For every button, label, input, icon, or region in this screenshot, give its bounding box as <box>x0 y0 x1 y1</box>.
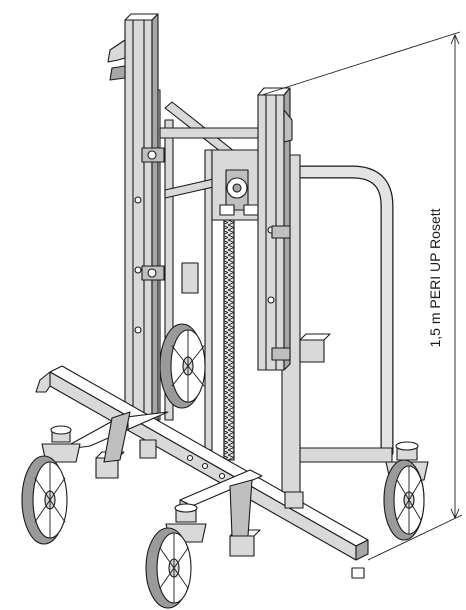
dimension-extension-top <box>261 31 461 96</box>
caster-rear-right <box>383 441 429 541</box>
caster-front-left <box>21 425 81 545</box>
right-column <box>257 87 293 371</box>
rear-wheel-left <box>159 323 206 409</box>
push-handle <box>293 165 394 463</box>
base-frame <box>35 365 369 579</box>
dimension-extension-bottom <box>367 514 463 561</box>
height-dimension <box>261 31 463 561</box>
dimension-label: 1,5 m PERI UP Rosett <box>427 208 443 347</box>
dimension-arrow-bottom <box>450 508 460 520</box>
gear-rack <box>223 219 235 461</box>
caster-front-center <box>145 503 207 609</box>
left-column <box>107 13 165 426</box>
side-brackets <box>181 262 331 363</box>
lifting-carriage <box>211 149 263 221</box>
dimension-arrow-top <box>450 33 460 45</box>
